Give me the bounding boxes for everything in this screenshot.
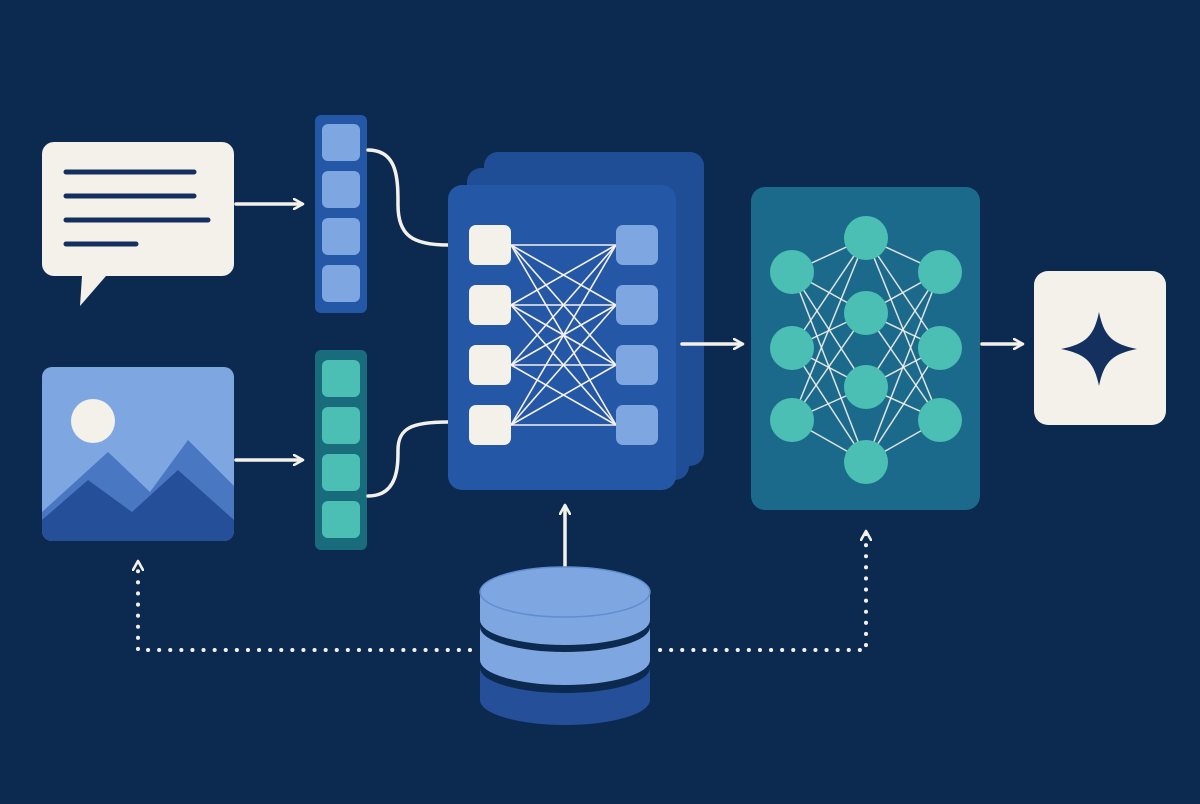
fusion-output-node [616,225,658,265]
neural-network-nodes [770,216,962,484]
fusion-input-node [469,285,511,325]
neural-network-node [918,398,962,442]
image-embedding-vector [315,350,367,550]
fusion-input-node [469,345,511,385]
curve-text-embedding-to-fusion [366,148,450,247]
fusion-output-node [616,285,658,325]
fusion-nodes [469,225,658,445]
text-embedding-vector [315,115,367,313]
neural-network-node [844,216,888,260]
sparkle-icon [1061,312,1137,386]
fusion-edge [510,244,617,306]
fusion-connection-lines [510,244,617,426]
fusion-edge [510,304,617,426]
dotted-arrow-to-image [138,562,472,652]
neural-network-node [770,398,814,442]
neural-network-node [918,326,962,370]
fusion-edge [510,244,617,366]
neural-network-edge [865,271,941,388]
fusion-input-node [469,225,511,265]
neural-network-panel [751,187,980,510]
fusion-layer-stack [448,152,704,490]
neural-network-edges [791,237,941,463]
neural-network-node [844,440,888,484]
dotted-connectors [138,532,866,652]
neural-network-node [844,365,888,409]
output-card [1034,271,1166,425]
neural-network-node [770,250,814,294]
neural-network-edge [865,347,941,463]
neural-network-node [770,326,814,370]
fusion-input-node [469,405,511,445]
neural-network-node [844,291,888,335]
curve-image-embedding-to-fusion [366,420,450,498]
fusion-output-node [616,345,658,385]
neural-network-edge [791,237,867,421]
neural-network-edge [791,347,867,463]
image-icon [42,367,234,541]
fusion-edge [510,244,617,426]
neural-network-edge [791,237,867,349]
neural-network-node [918,250,962,294]
fusion-output-node [616,405,658,445]
fusion-edge [510,364,617,426]
chat-bubble-icon [42,142,234,306]
neural-network-edge [865,271,941,463]
dotted-arrow-to-network [658,532,866,652]
database-icon [479,566,651,725]
